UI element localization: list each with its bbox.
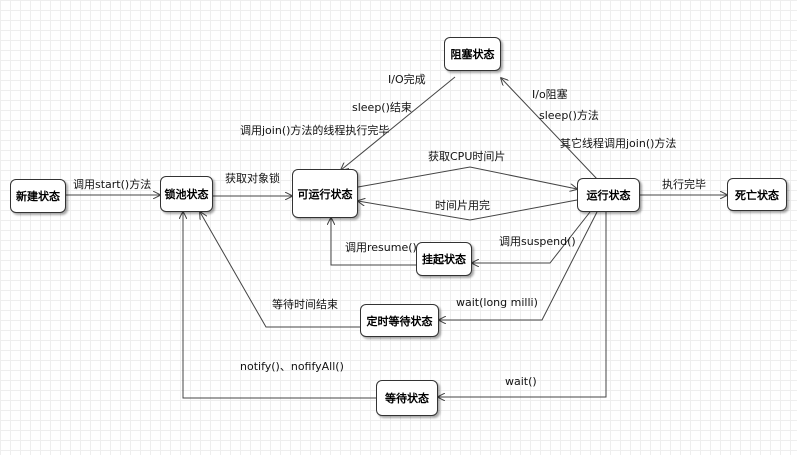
label-call-resume: 调用resume()	[345, 241, 417, 254]
state-timed-waiting: 定时等待状态	[360, 304, 439, 337]
label-wait-long: wait(long milli)	[456, 296, 538, 309]
label-join-thread-done: 调用join()方法的线程执行完毕	[240, 124, 390, 137]
edge-running-to-waiting	[438, 212, 607, 397]
state-new: 新建状态	[10, 179, 66, 213]
edge-running-to-suspended	[472, 211, 591, 263]
state-waiting: 等待状态	[376, 380, 438, 416]
state-running: 运行状态	[577, 178, 640, 212]
label-execution-done: 执行完毕	[662, 178, 706, 191]
label-io-blocked: I/o阻塞	[532, 88, 568, 101]
state-blocked: 阻塞状态	[444, 37, 501, 71]
edge-runnable-to-running	[357, 166, 577, 189]
label-acquire-lock: 获取对象锁	[225, 172, 280, 185]
edge-running-to-blocked	[501, 78, 599, 181]
label-other-join: 其它线程调用join()方法	[560, 137, 677, 150]
edge-blocked-to-runnable	[341, 76, 456, 170]
label-sleep-end: sleep()结束	[352, 101, 412, 114]
state-suspended: 挂起状态	[416, 242, 472, 276]
edge-timedwaiting-to-lockpool	[200, 212, 360, 328]
label-io-done: I/O完成	[388, 73, 426, 86]
label-time-slice-used: 时间片用完	[435, 199, 490, 212]
label-sleep-method: sleep()方法	[539, 109, 599, 122]
label-wait: wait()	[505, 375, 537, 388]
label-wait-time-over: 等待时间结束	[272, 298, 338, 311]
label-notify: notify()、nofifyAll()	[240, 360, 344, 373]
edge-waiting-to-lockpool	[183, 212, 376, 399]
edge-running-to-runnable	[358, 200, 578, 221]
edge-running-to-timedwaiting	[439, 211, 598, 320]
label-call-suspend: 调用suspend()	[499, 235, 576, 248]
state-dead: 死亡状态	[727, 178, 787, 211]
label-get-cpu: 获取CPU时间片	[428, 150, 506, 163]
state-runnable: 可运行状态	[292, 169, 358, 218]
label-call-start: 调用start()方法	[73, 178, 152, 191]
edge-suspended-to-runnable	[331, 218, 416, 266]
state-lock-pool: 锁池状态	[160, 176, 213, 212]
